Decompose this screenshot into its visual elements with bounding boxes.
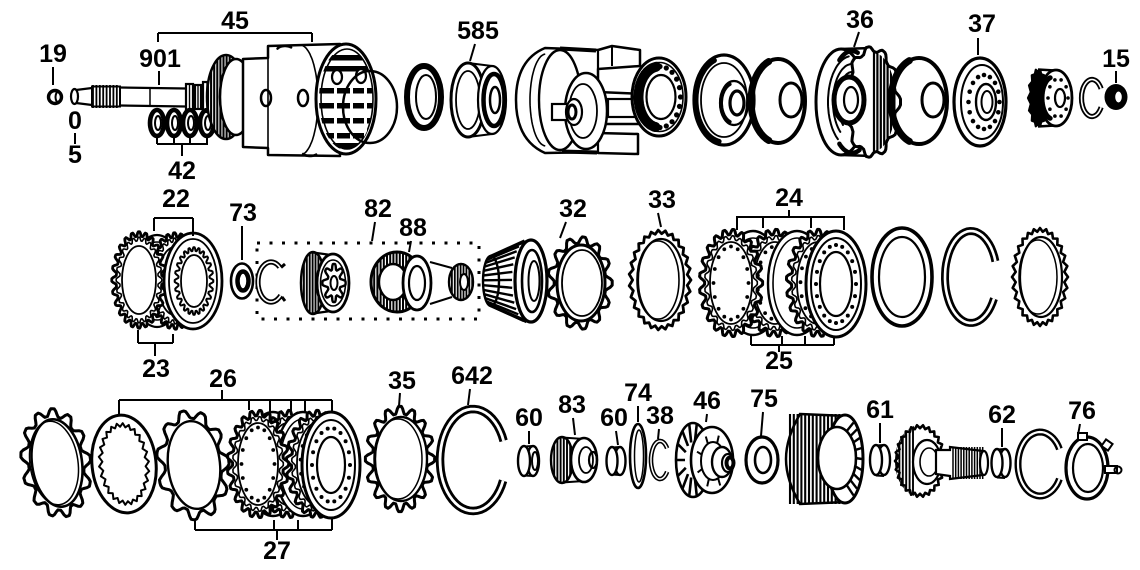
svg-text:38: 38 bbox=[646, 402, 674, 430]
svg-text:15: 15 bbox=[1102, 45, 1130, 73]
svg-text:26: 26 bbox=[209, 365, 237, 393]
svg-text:83: 83 bbox=[558, 391, 586, 419]
svg-text:23: 23 bbox=[142, 355, 170, 383]
svg-text:19: 19 bbox=[39, 40, 67, 68]
svg-text:60: 60 bbox=[515, 404, 543, 432]
svg-text:75: 75 bbox=[750, 385, 778, 413]
svg-text:901: 901 bbox=[139, 45, 181, 73]
svg-text:33: 33 bbox=[648, 186, 676, 214]
svg-text:22: 22 bbox=[162, 185, 190, 213]
svg-text:88: 88 bbox=[399, 214, 427, 242]
svg-text:32: 32 bbox=[559, 195, 587, 223]
svg-text:73: 73 bbox=[229, 199, 257, 227]
svg-text:74: 74 bbox=[624, 379, 652, 407]
svg-text:585: 585 bbox=[457, 17, 499, 45]
svg-text:37: 37 bbox=[968, 10, 996, 38]
svg-text:62: 62 bbox=[988, 401, 1016, 429]
svg-text:0: 0 bbox=[68, 107, 82, 135]
svg-text:642: 642 bbox=[451, 362, 493, 390]
svg-text:36: 36 bbox=[846, 6, 874, 34]
svg-text:5: 5 bbox=[68, 141, 82, 169]
svg-text:42: 42 bbox=[168, 157, 196, 185]
svg-text:76: 76 bbox=[1068, 397, 1096, 425]
svg-text:82: 82 bbox=[364, 195, 392, 223]
svg-text:35: 35 bbox=[388, 367, 416, 395]
svg-text:27: 27 bbox=[263, 537, 291, 565]
svg-text:61: 61 bbox=[866, 396, 894, 424]
svg-text:46: 46 bbox=[693, 387, 721, 415]
svg-text:24: 24 bbox=[775, 184, 803, 212]
svg-text:45: 45 bbox=[221, 7, 249, 35]
svg-text:60: 60 bbox=[600, 404, 628, 432]
